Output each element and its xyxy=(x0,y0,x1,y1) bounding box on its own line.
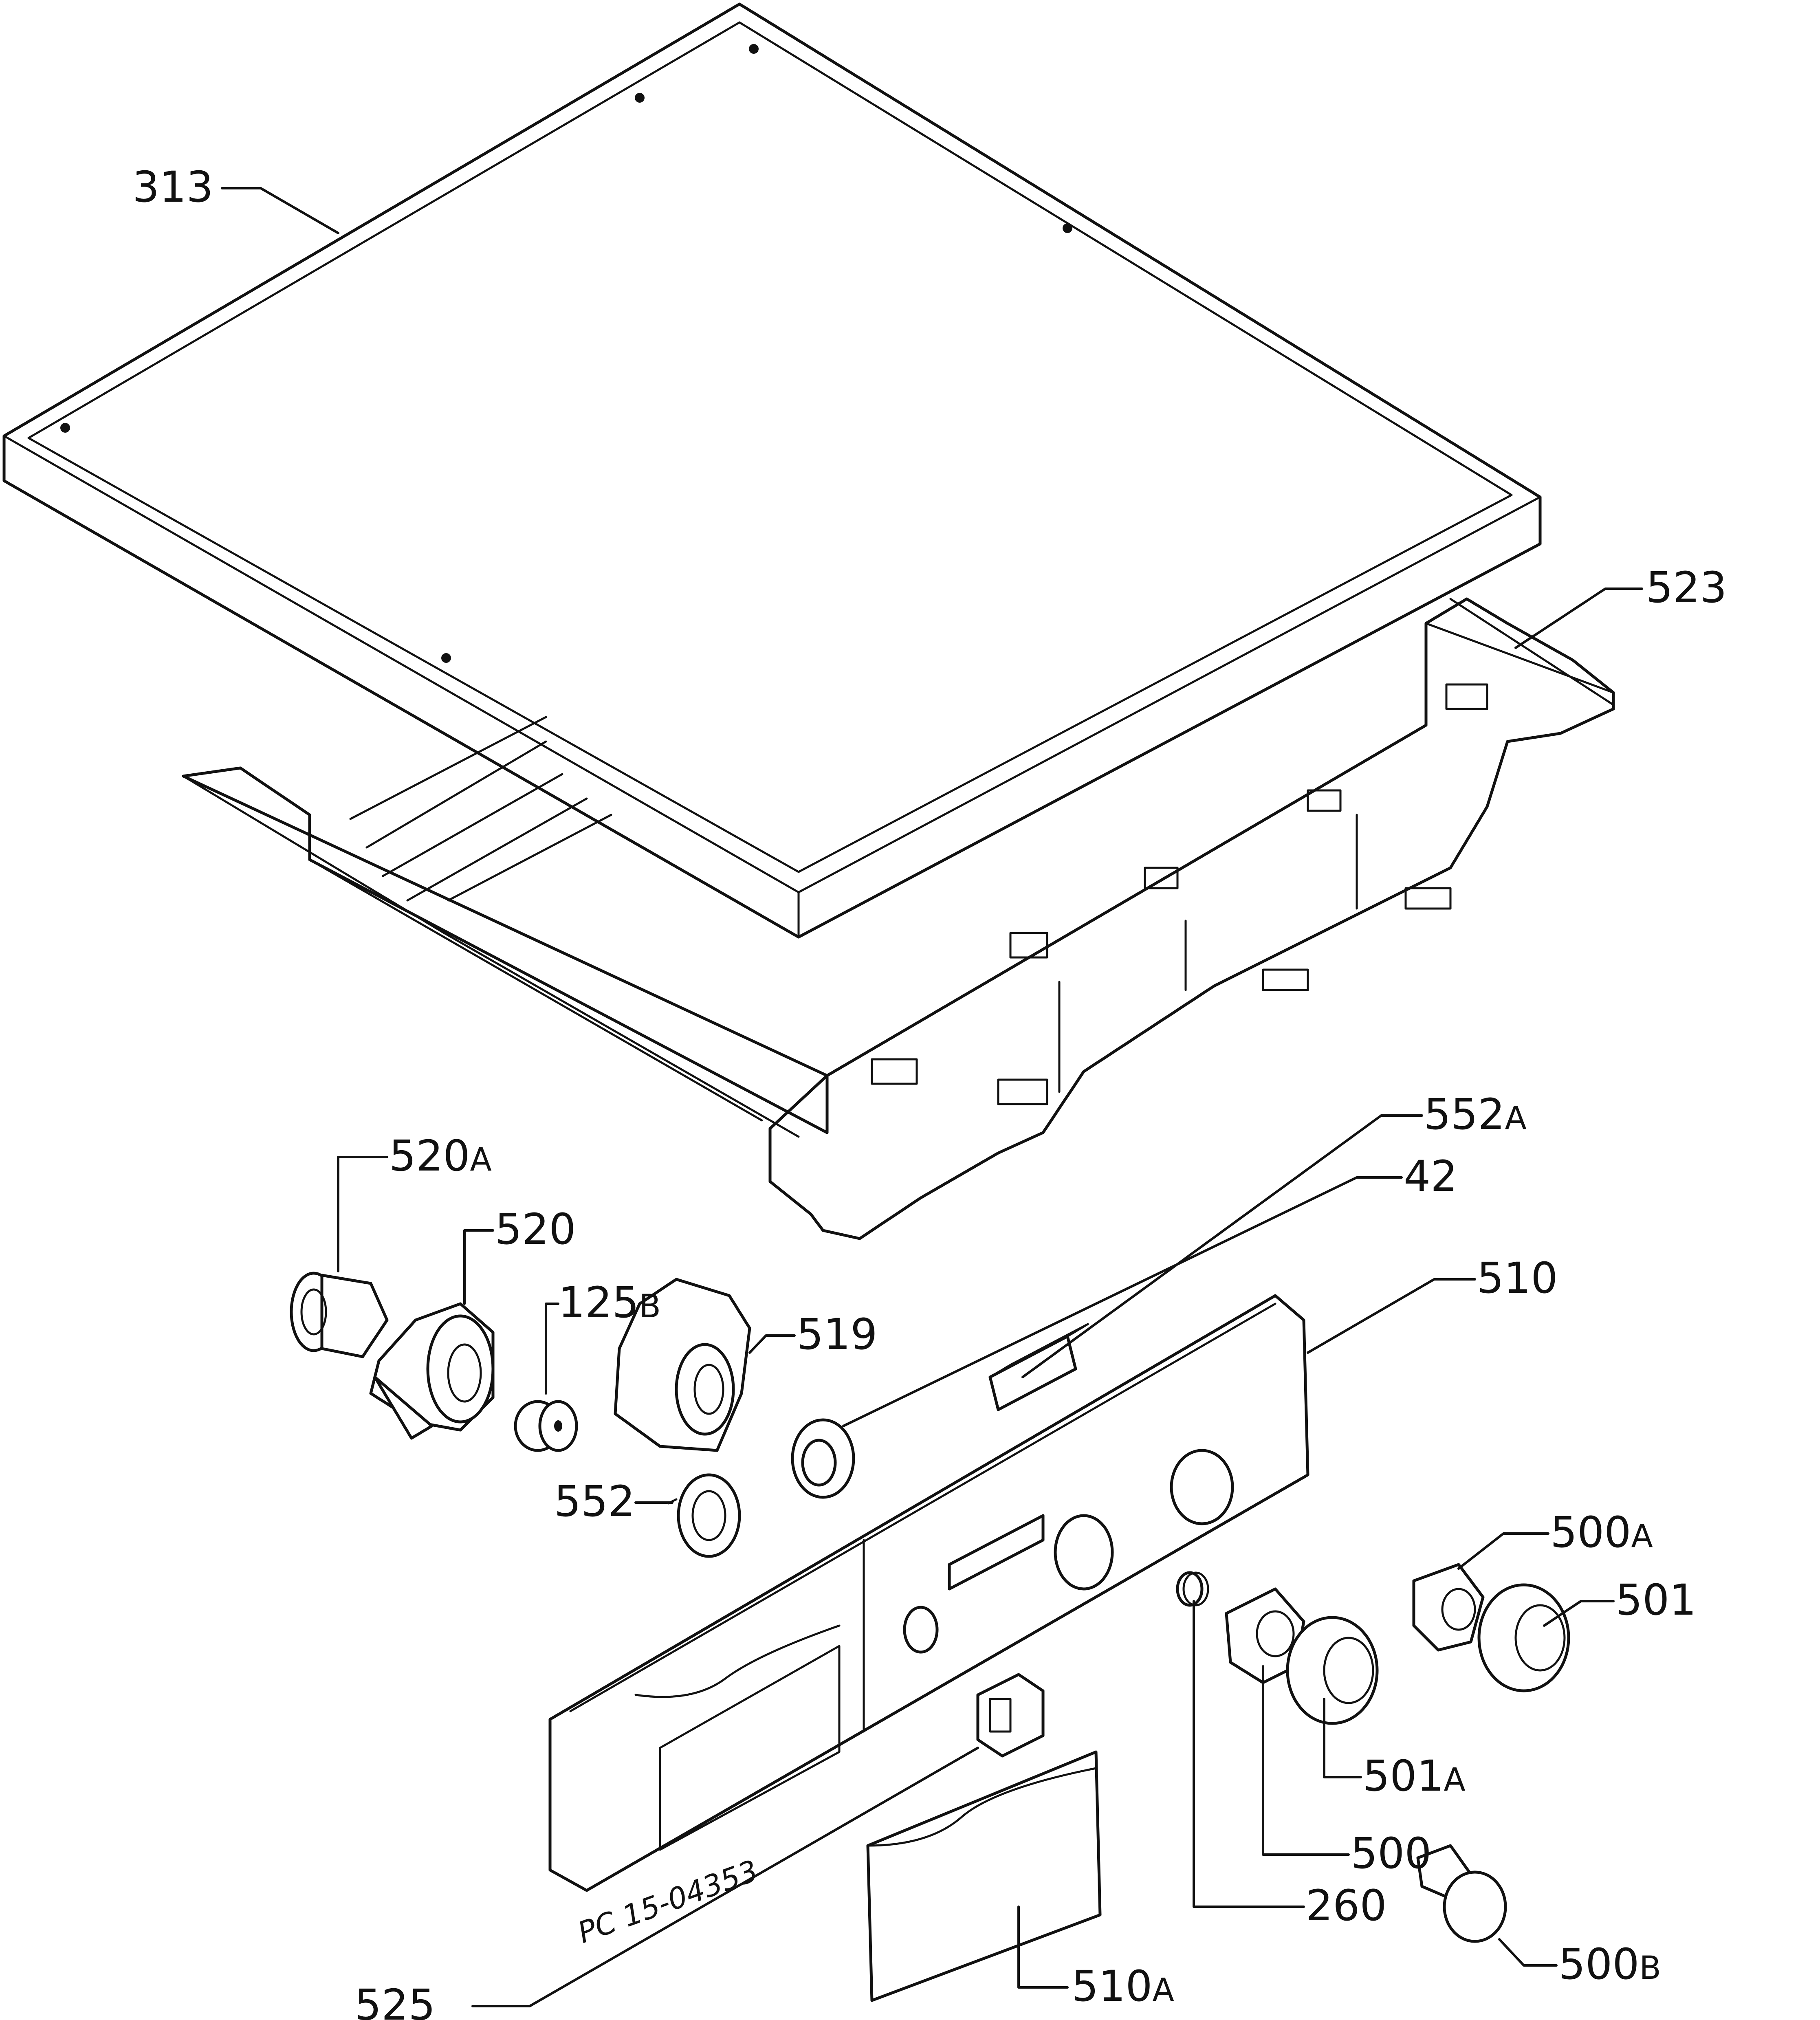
leader-42 xyxy=(842,1176,1403,1427)
part-42-ring-clip xyxy=(791,1418,855,1499)
leader-500 xyxy=(1262,1665,1350,1856)
label-500: 500 xyxy=(1351,1829,1432,1878)
callout-labels: 313 523 520A 520 125B 519 552A 42 510 55… xyxy=(132,162,1727,2020)
leader-313 xyxy=(221,187,339,234)
part-519-light-guide-holder xyxy=(614,1278,751,1452)
part-525-switch xyxy=(976,1673,1045,1758)
leader-501 xyxy=(1543,1600,1615,1627)
part-313-top-cover xyxy=(2,2,1542,939)
leader-510 xyxy=(1307,1278,1476,1354)
label-500A: 500A xyxy=(1550,1507,1653,1557)
leader-500B xyxy=(1498,1938,1558,1967)
part-260-spring xyxy=(1176,1571,1209,1607)
leader-519 xyxy=(748,1334,796,1354)
label-501: 501 xyxy=(1615,1575,1697,1625)
label-552: 552 xyxy=(554,1476,635,1526)
part-520A-gear-knob xyxy=(290,1272,389,1358)
leader-501A xyxy=(1323,1698,1362,1778)
label-501A: 501A xyxy=(1363,1751,1466,1801)
part-500A-spindle xyxy=(1412,1563,1485,1652)
leader-125B xyxy=(545,1303,559,1395)
label-260: 260 xyxy=(1306,1881,1387,1930)
label-510: 510 xyxy=(1477,1253,1558,1303)
label-313: 313 xyxy=(132,162,213,212)
leader-510A xyxy=(1017,1906,1069,1989)
part-552-knob-insert xyxy=(667,1473,741,1558)
label-520A: 520A xyxy=(389,1131,492,1181)
part-520-switch-bracket xyxy=(369,1302,495,1440)
part-552A-display-window xyxy=(988,1323,1089,1411)
part-501A-knob xyxy=(1286,1616,1379,1725)
label-519: 519 xyxy=(797,1309,878,1359)
label-42: 42 xyxy=(1404,1151,1457,1201)
part-510A-panel-insert xyxy=(866,1750,1102,2002)
part-510-control-panel xyxy=(548,1294,1309,1892)
label-500B: 500B xyxy=(1558,1939,1661,1989)
part-523-panel-frame xyxy=(182,597,1615,1240)
leader-525 xyxy=(471,1747,979,2007)
leader-523 xyxy=(1514,588,1643,649)
label-520: 520 xyxy=(495,1204,576,1254)
leader-260 xyxy=(1193,1600,1305,1908)
label-523: 523 xyxy=(1646,563,1727,612)
label-525: 525 xyxy=(354,1980,436,2020)
leader-500A xyxy=(1457,1532,1549,1570)
leader-lines xyxy=(221,187,1643,2007)
part-501-knob xyxy=(1477,1583,1570,1692)
part-500B-small-knob xyxy=(1416,1844,1507,1943)
label-125B: 125B xyxy=(558,1278,661,1327)
leader-520A xyxy=(337,1156,388,1272)
label-510A: 510A xyxy=(1072,1961,1174,2011)
part-125B-bushing xyxy=(514,1400,578,1452)
leader-520 xyxy=(463,1229,494,1305)
label-552A: 552A xyxy=(1424,1089,1527,1139)
leader-552A xyxy=(1021,1114,1423,1378)
